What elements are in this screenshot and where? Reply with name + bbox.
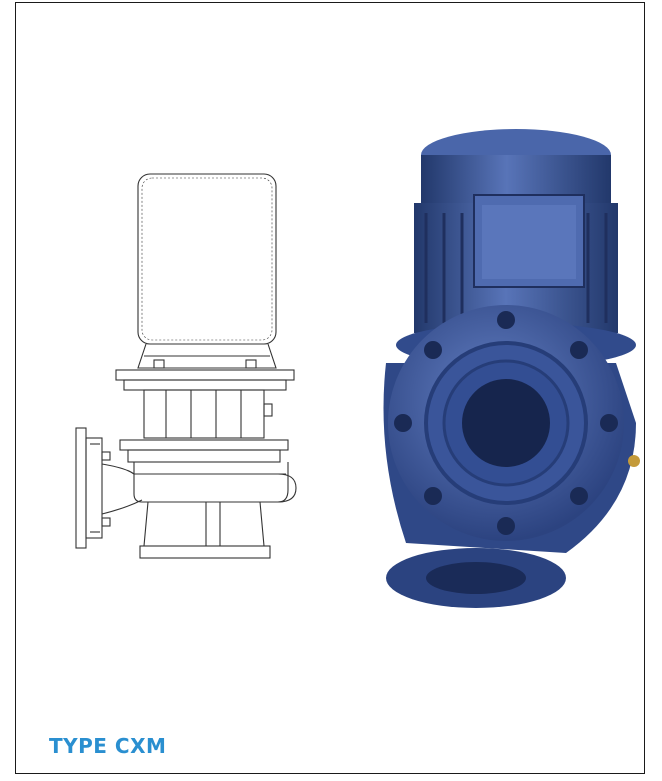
page-title: TYPE CXM bbox=[49, 734, 167, 758]
page-frame: TYPE CXM bbox=[15, 2, 645, 774]
inline-centrifugal-pump-photo-icon bbox=[383, 129, 640, 608]
pump-line-drawing-icon bbox=[75, 173, 297, 559]
